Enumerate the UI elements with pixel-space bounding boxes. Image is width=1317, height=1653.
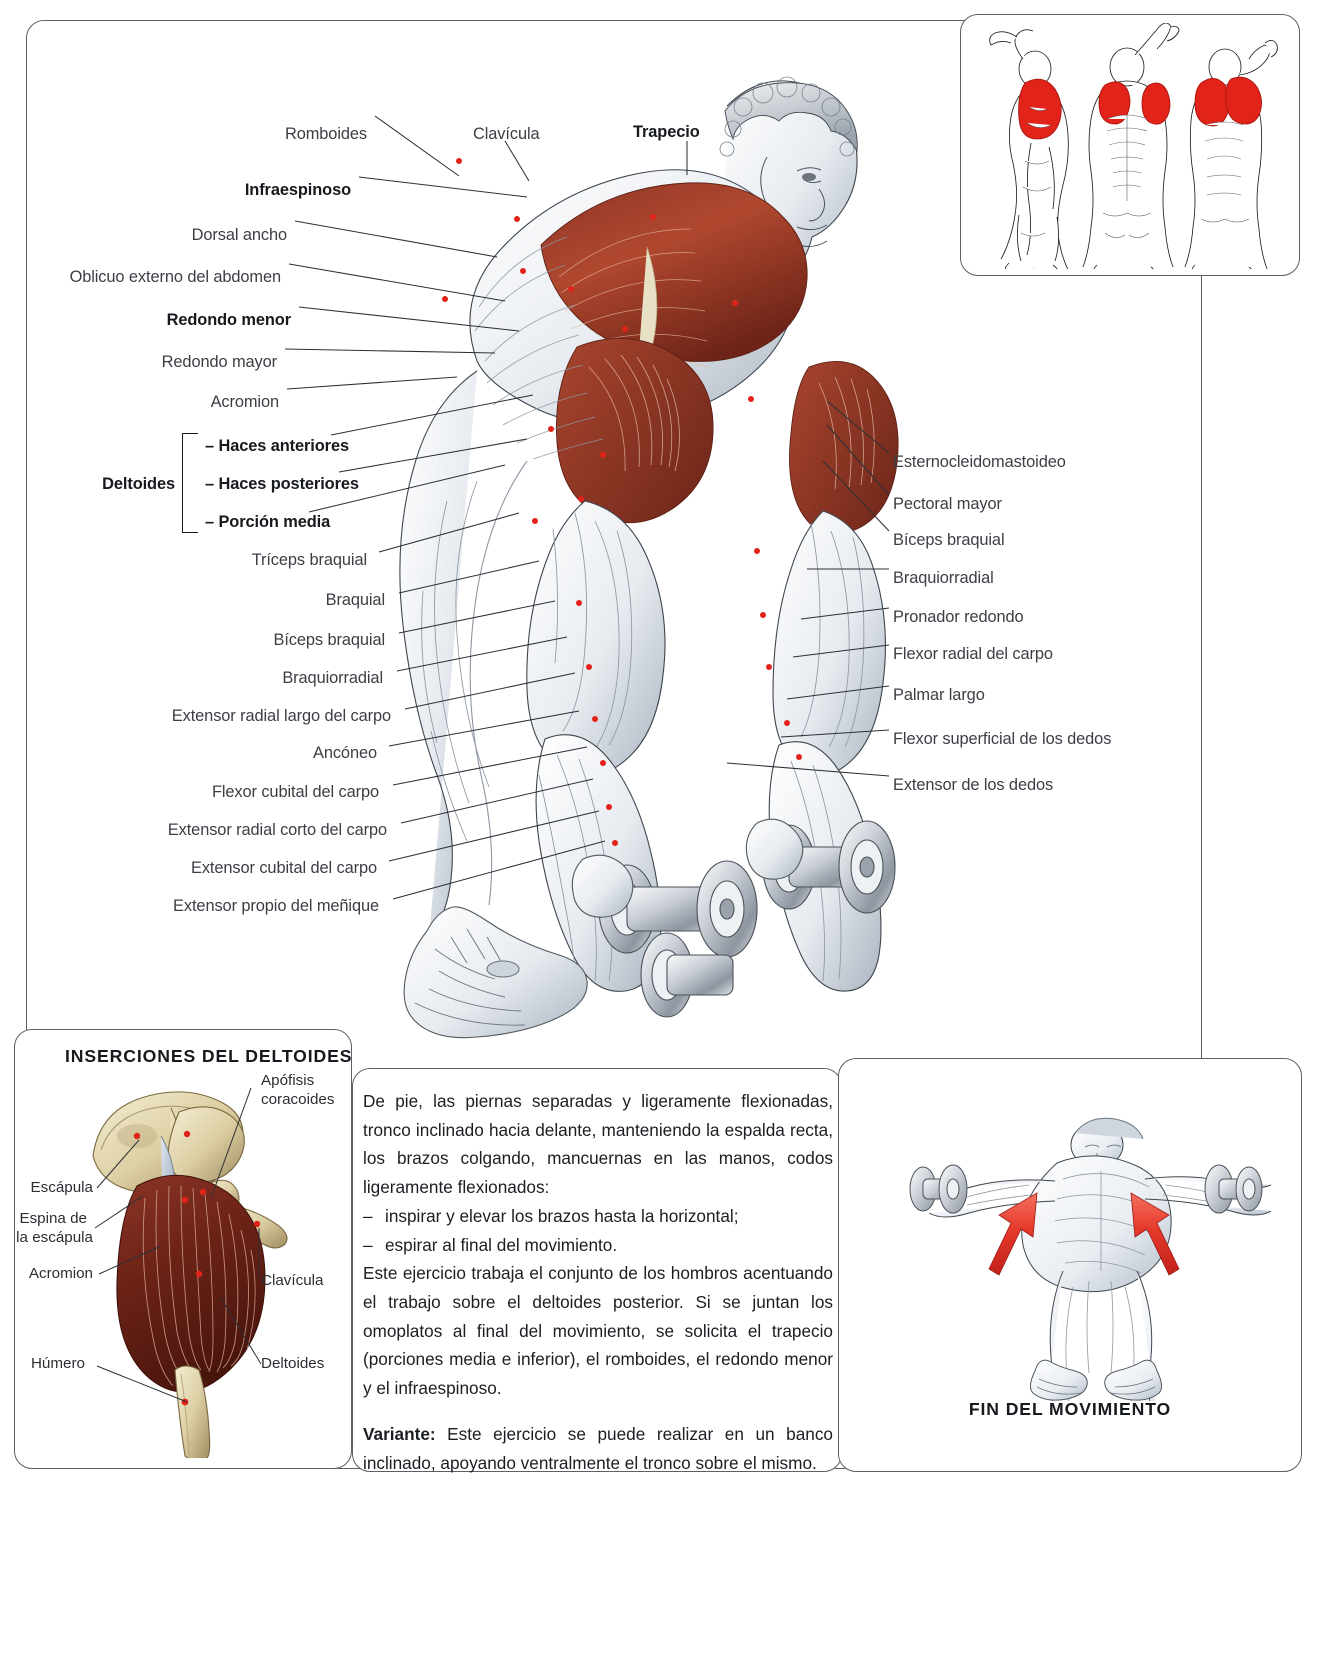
label-clavicula: Clavícula (473, 125, 540, 143)
label-braquiorradial-right: Braquiorradial (893, 569, 994, 587)
delt-label-espina-escapula-1: Espina de (19, 1210, 87, 1227)
deltoides-bracket (182, 433, 198, 533)
desc-paragraph-2: Este ejercicio trabaja el conjunto de lo… (363, 1263, 833, 1399)
label-extensor-cubital-carpo: Extensor cubital del carpo (191, 859, 377, 877)
label-flexor-radial-carpo: Flexor radial del carpo (893, 645, 1053, 663)
muscle-overview-inset (960, 14, 1300, 276)
three-figures-illustration (989, 23, 1278, 269)
main-figure-illustration (399, 76, 899, 1039)
delt-label-humero: Húmero (30, 1355, 85, 1372)
desc-variant: Variante: Este ejercicio se puede realiz… (363, 1420, 833, 1477)
label-flexor-superficial-dedos: Flexor superficial de los dedos (893, 730, 1112, 748)
end-of-movement-caption: FIN DEL MOVIMIENTO (968, 1399, 1172, 1419)
label-pronador-redondo: Pronador redondo (893, 608, 1024, 626)
end-of-movement-inset: FIN DEL MOVIMIENTO (838, 1058, 1302, 1472)
label-haces-anteriores: – Haces anteriores (205, 437, 349, 455)
label-anconeo: Ancóneo (312, 744, 377, 762)
label-haces-posteriores: – Haces posteriores (205, 475, 359, 493)
delt-label-coracoides: coracoides (261, 1091, 335, 1108)
label-flexor-cubital-carpo: Flexor cubital del carpo (211, 783, 379, 801)
label-redondo-mayor: Redondo mayor (161, 353, 277, 371)
label-extensor-propio-menique: Extensor propio del meñique (173, 897, 379, 915)
desc-bullet-2: espirar al final del movimiento. (363, 1231, 833, 1260)
label-deltoides-group: Deltoides (102, 475, 175, 493)
label-biceps-braquial-left: Bíceps braquial (273, 631, 386, 649)
desc-variant-label: Variante: (363, 1423, 436, 1444)
label-oblicuo-externo: Oblicuo externo del abdomen (69, 268, 282, 286)
label-extensor-radial-largo: Extensor radial largo del carpo (171, 707, 391, 725)
end-position-illustration (909, 1117, 1272, 1401)
label-extensor-radial-corto: Extensor radial corto del carpo (167, 821, 387, 839)
label-dorsal-ancho: Dorsal ancho (191, 226, 287, 244)
label-palmar-largo: Palmar largo (893, 686, 985, 704)
delt-label-espina-escapula-2: la escápula (16, 1229, 93, 1246)
label-redondo-menor: Redondo menor (166, 311, 291, 329)
description-panel: De pie, las piernas separadas y ligerame… (352, 1068, 842, 1473)
delt-label-clavicula: Clavícula (261, 1272, 324, 1289)
label-extensor-dedos: Extensor de los dedos (893, 776, 1054, 794)
delt-label-acromion: Acromion (28, 1265, 93, 1282)
label-triceps-braquial: Tríceps braquial (251, 551, 367, 569)
label-braquiorradial-left: Braquiorradial (282, 669, 383, 687)
delt-label-deltoides: Deltoides (261, 1355, 325, 1372)
direction-arrows (988, 1192, 1180, 1276)
desc-paragraph-1: De pie, las piernas separadas y ligerame… (363, 1091, 833, 1198)
deltoid-inset-title: INSERCIONES DEL DELTOIDES (65, 1046, 353, 1066)
desc-variant-text: Este ejercicio se puede realizar en un b… (363, 1423, 833, 1473)
label-infraespinoso: Infraespinoso (244, 181, 351, 199)
delt-label-apofisis: Apófisis (261, 1072, 315, 1089)
deltoid-insertions-inset: INSERCIONES DEL DELTOIDES (14, 1029, 352, 1469)
label-esternocleidomastoideo: Esternocleidomastoideo (893, 453, 1066, 471)
desc-bullet-1: inspirar y elevar los brazos hasta la ho… (363, 1202, 833, 1231)
label-porcion-media: – Porción media (205, 513, 331, 531)
description-text: De pie, las piernas separadas y ligerame… (363, 1087, 833, 1477)
label-acromion: Acromion (210, 393, 280, 411)
delt-label-escapula: Escápula (30, 1179, 93, 1196)
deltoid-insertion-illustration (92, 1091, 288, 1458)
label-trapecio: Trapecio (633, 123, 700, 141)
label-braquial: Braquial (325, 591, 385, 609)
label-romboides: Romboides (284, 125, 367, 143)
label-pectoral-mayor: Pectoral mayor (893, 495, 1002, 513)
label-biceps-braquial-right: Bíceps braquial (893, 531, 1005, 549)
